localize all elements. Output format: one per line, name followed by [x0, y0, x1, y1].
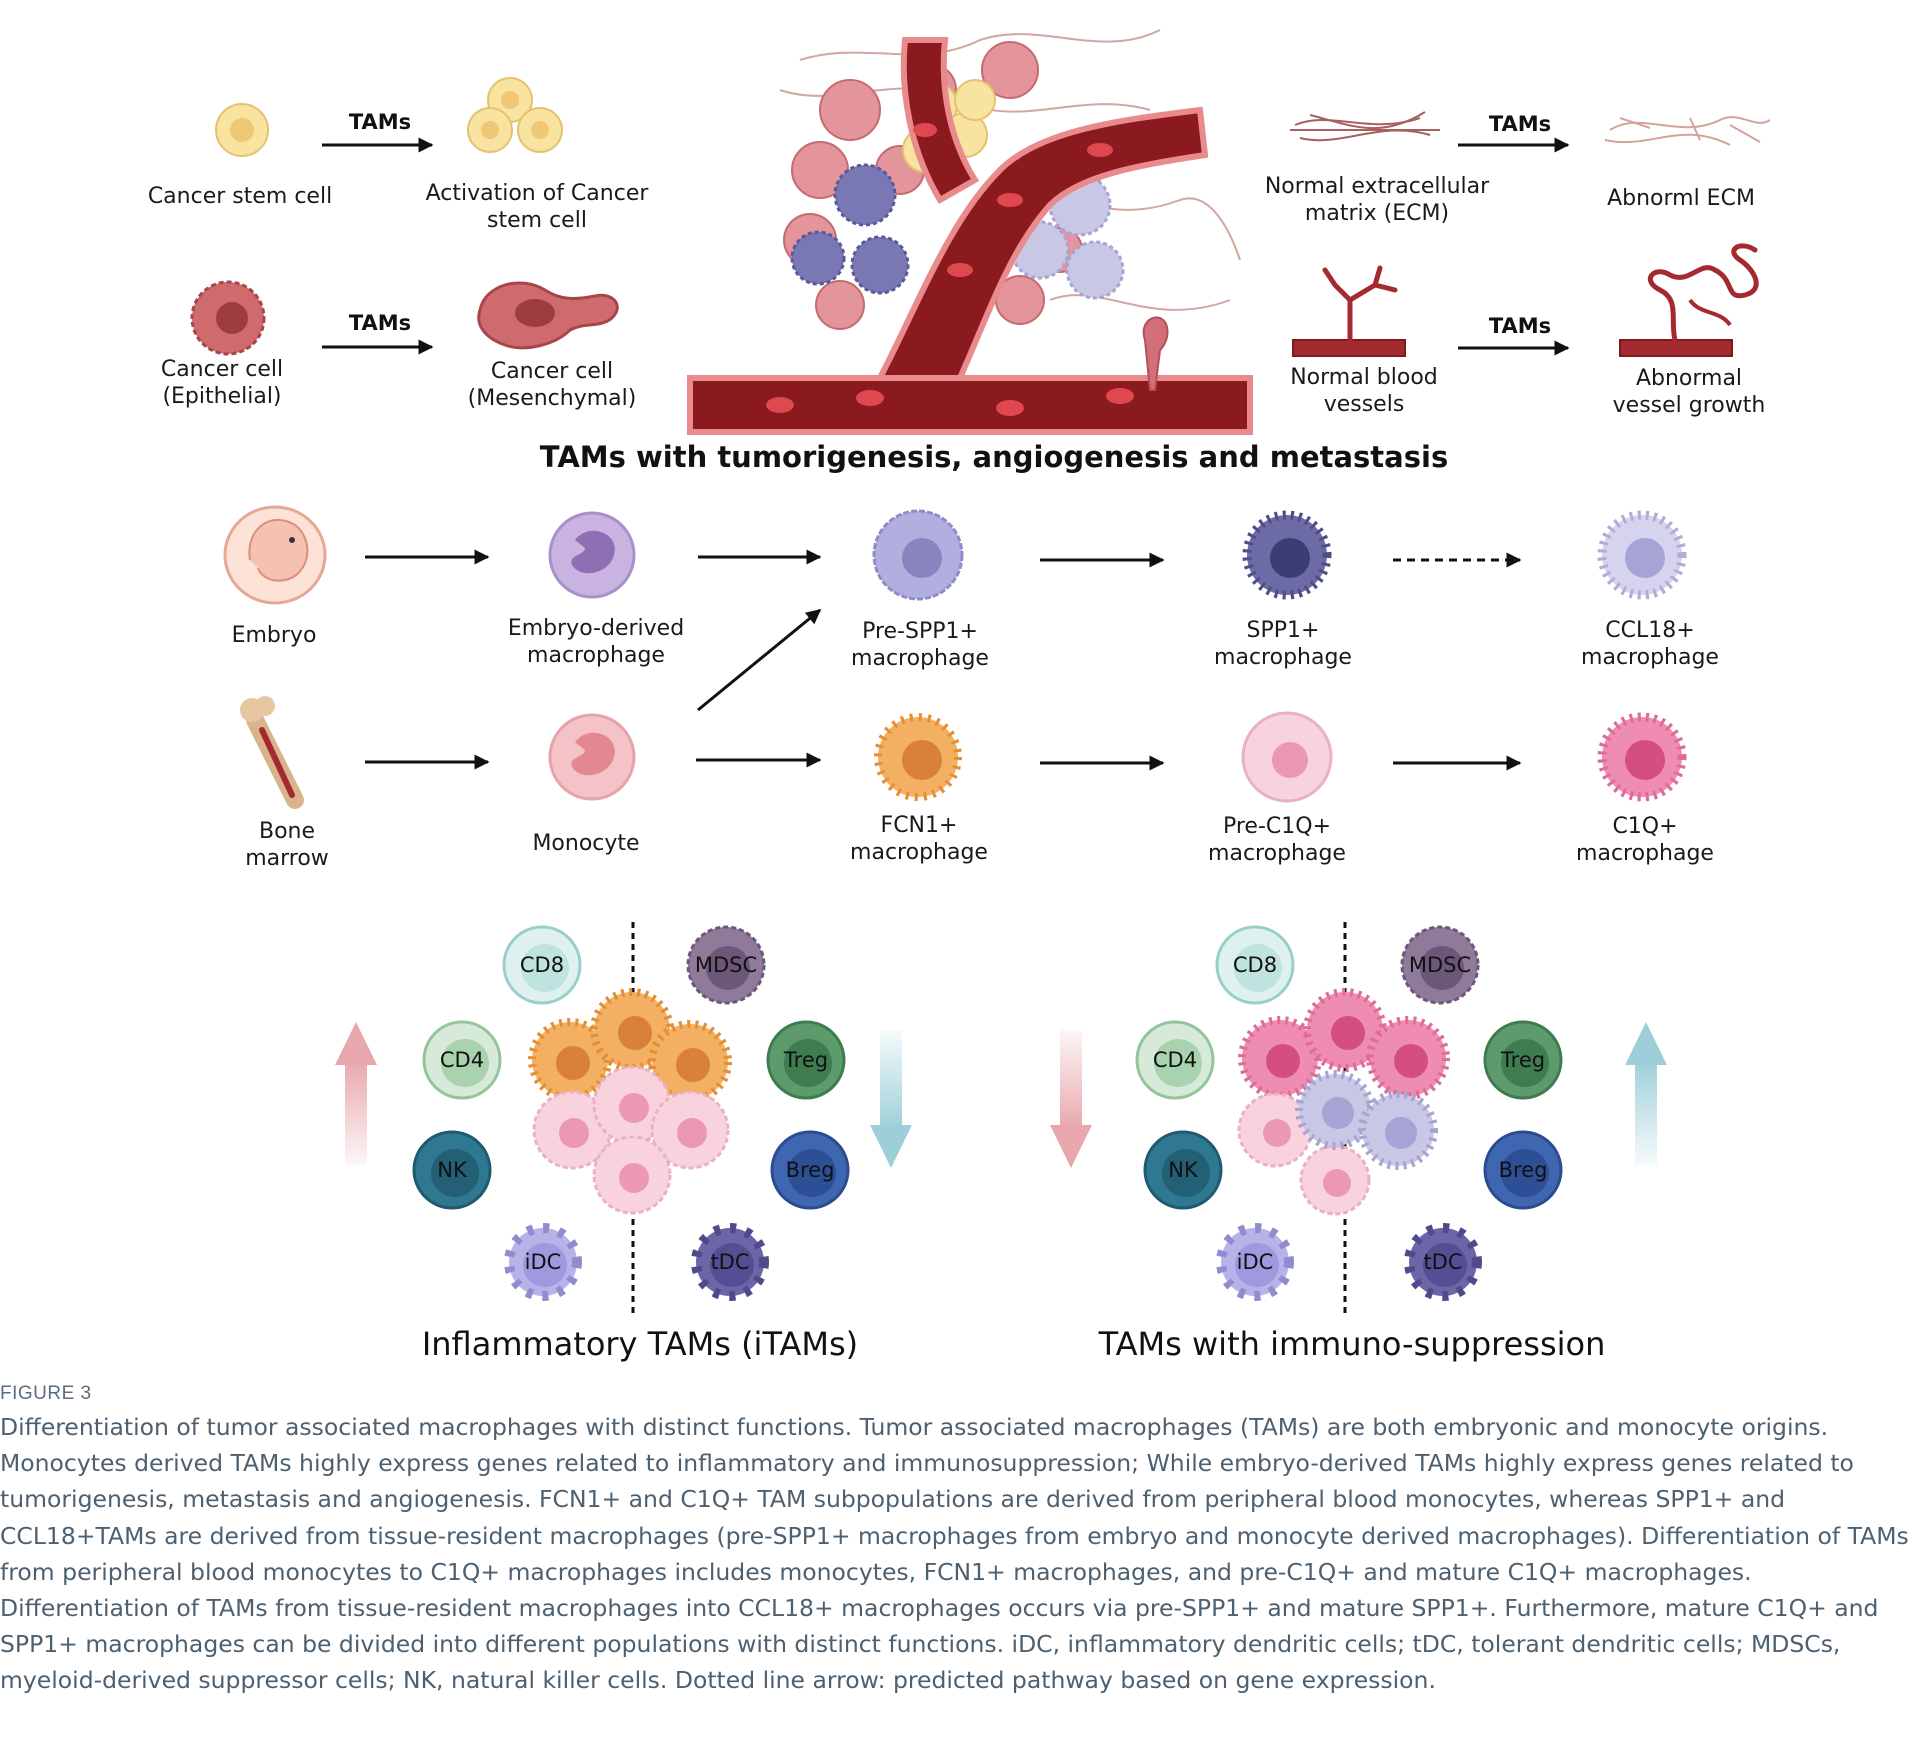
figure-label: FIGURE 3: [0, 1383, 92, 1404]
treg-label: Treg: [783, 1048, 828, 1072]
figure-caption: FIGURE 3 Differentiation of tumor associ…: [0, 1383, 1918, 1699]
idc-label-right: iDC: [1237, 1250, 1274, 1274]
mdsc-cell-icon-right: [1400, 925, 1480, 1005]
mesenchymal-cancer-cell-icon: [477, 281, 619, 350]
abnormal-ecm-icon: [1604, 116, 1771, 146]
tams-arrow-label-3: TAMs: [1488, 112, 1552, 136]
treg-label-right: Treg: [1500, 1048, 1545, 1072]
activation-label: Activation of Cancer stem cell: [425, 181, 649, 233]
cancer-stem-cell-label: Cancer stem cell: [147, 184, 333, 209]
pre-c1q-macrophage-icon: [1241, 711, 1333, 803]
right-panel: [1050, 922, 1667, 1318]
cd4-cell-icon: [422, 1020, 502, 1100]
idc-cell-icon: [504, 1223, 582, 1301]
tdc-cell-icon-right: [1404, 1223, 1482, 1301]
fcn1-macrophage-icon: [874, 713, 962, 801]
figure-artwork: CD8 CD4 NK iDC MDSC Treg Breg tDC CD8 CD…: [190, 29, 1771, 1318]
normal-ecm-icon: [1290, 111, 1440, 142]
breg-cell-icon: [770, 1130, 850, 1210]
top-heading: TAMs with tumorigenesis, angiogenesis an…: [539, 440, 1449, 474]
pre-spp1-label: Pre-SPP1+ macrophage: [851, 619, 989, 671]
breg-cell-icon-right: [1483, 1130, 1563, 1210]
nk-cell-icon-right: [1143, 1130, 1223, 1210]
differentiation-arrows: [365, 549, 1522, 771]
down-arrow-blue: [880, 1030, 902, 1130]
cd4-label: CD4: [440, 1048, 484, 1072]
cd4-cell-icon-right: [1135, 1020, 1215, 1100]
ccl18-label: CCL18+ macrophage: [1581, 618, 1719, 670]
tams-arrow-label-2: TAMs: [348, 311, 412, 335]
nk-cell-icon: [412, 1130, 492, 1210]
immunosuppressive-cluster-icon: [1237, 988, 1450, 1216]
c1q-label: C1Q+ macrophage: [1576, 814, 1714, 866]
ccl18-macrophage-icon: [1597, 510, 1687, 600]
breg-label: Breg: [786, 1158, 835, 1182]
abnormal-ecm-label: Abnorml ECM: [1607, 186, 1755, 211]
nk-label: NK: [437, 1158, 468, 1182]
fcn1-label: FCN1+ macrophage: [850, 813, 988, 865]
mesenchymal-label: Cancer cell (Mesenchymal): [467, 359, 637, 411]
idc-cell-icon-right: [1216, 1223, 1294, 1301]
cd8-label-right: CD8: [1233, 953, 1277, 977]
tdc-label: tDC: [710, 1250, 749, 1274]
embryo-label: Embryo: [231, 623, 317, 648]
itam-cluster-icon: [528, 988, 732, 1215]
treg-cell-icon-right: [1483, 1020, 1563, 1100]
normal-vessels-label: Normal blood vessels: [1290, 365, 1438, 417]
cd4-label-right: CD4: [1153, 1048, 1197, 1072]
immune-cell-labels: CD8 CD4 NK iDC MDSC Treg Breg tDC CD8 CD…: [437, 953, 1547, 1274]
cd8-label: CD8: [520, 953, 564, 977]
tdc-cell-icon: [691, 1223, 769, 1301]
embryo-macrophage-label: Embryo-derived macrophage: [507, 616, 685, 668]
figure: CD8 CD4 NK iDC MDSC Treg Breg tDC CD8 CD…: [147, 29, 1771, 1363]
monocyte-label: Monocyte: [532, 831, 640, 856]
normal-vessel-icon: [1292, 265, 1406, 357]
tams-arrow-label-4: TAMs: [1488, 314, 1552, 338]
mdsc-cell-icon: [686, 925, 766, 1005]
caption-text: Differentiation of tumor associated macr…: [0, 1413, 1909, 1695]
epithelial-cancer-cell-icon: [190, 280, 266, 356]
down-arrow-red: [1060, 1030, 1082, 1130]
activated-stem-cells-icon: [467, 77, 563, 153]
right-panel-title: TAMs with immuno-suppression: [1098, 1325, 1606, 1363]
c1q-macrophage-icon: [1597, 712, 1687, 802]
breg-label-right: Breg: [1499, 1158, 1548, 1182]
bone-marrow-label: Bone marrow: [245, 819, 329, 871]
up-arrow-red: [345, 1060, 367, 1165]
abnormal-vessels-label: Abnormal vessel growth: [1612, 366, 1766, 418]
embryo-icon: [223, 505, 327, 605]
abnormal-vessel-icon: [1619, 243, 1759, 357]
normal-ecm-label: Normal extracellular matrix (ECM): [1264, 174, 1490, 226]
cd8-cell-icon-right: [1215, 925, 1295, 1005]
bone-marrow-icon: [240, 696, 304, 809]
spp1-label: SPP1+ macrophage: [1214, 618, 1352, 670]
pre-c1q-label: Pre-C1Q+ macrophage: [1208, 814, 1346, 866]
mdsc-label: MDSC: [695, 953, 757, 977]
left-panel-title: Inflammatory TAMs (iTAMs): [421, 1325, 859, 1363]
left-panel: [335, 922, 912, 1318]
cd8-cell-icon: [502, 925, 582, 1005]
tumor-microenvironment-illustration: [687, 29, 1253, 435]
epithelial-label: Cancer cell (Epithelial): [160, 357, 284, 409]
up-arrow-blue: [1635, 1060, 1657, 1165]
mdsc-label-right: MDSC: [1409, 953, 1471, 977]
embryo-macrophage-icon: [548, 511, 636, 599]
spp1-macrophage-icon: [1242, 510, 1332, 600]
nk-label-right: NK: [1168, 1158, 1199, 1182]
monocyte-icon: [548, 713, 636, 801]
idc-label: iDC: [525, 1250, 562, 1274]
stem-cell-icon: [215, 103, 269, 157]
treg-cell-icon: [766, 1020, 846, 1100]
tams-arrow-label-1: TAMs: [348, 110, 412, 134]
pre-spp1-macrophage-icon: [872, 509, 964, 601]
tdc-label-right: tDC: [1423, 1250, 1462, 1274]
